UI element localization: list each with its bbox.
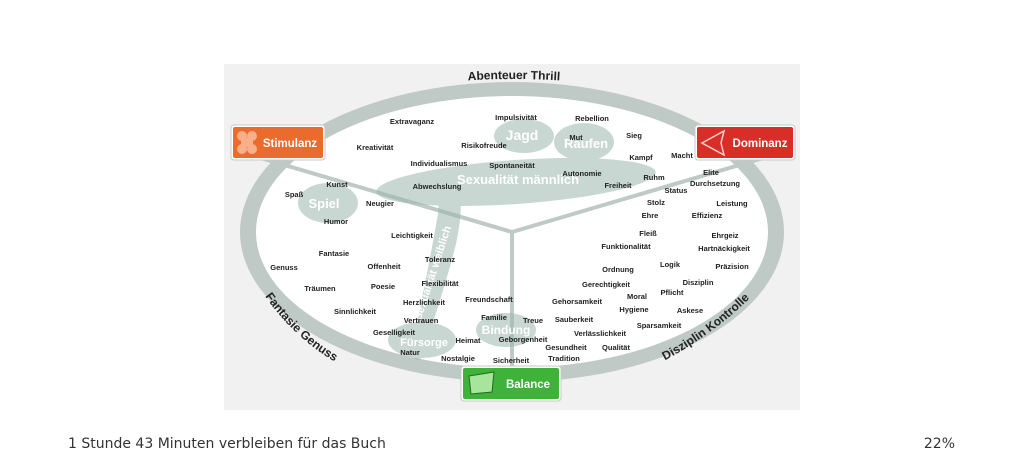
balance-button: Balance (460, 365, 562, 402)
word: Ehre (642, 211, 659, 220)
word: Hygiene (619, 305, 648, 314)
word: Heimat (455, 336, 481, 345)
word: Kunst (326, 180, 348, 189)
word: Poesie (371, 282, 395, 291)
word: Spaß (285, 190, 304, 199)
word: Treue (523, 316, 543, 325)
word: Impulsivität (495, 113, 537, 122)
word: Verlässlichkeit (574, 329, 627, 338)
label-fuersorge: Fürsorge (400, 337, 448, 349)
word: Disziplin (683, 278, 714, 287)
word: Präzision (715, 262, 749, 271)
word: Herzlichkeit (403, 298, 446, 307)
value-words: Extravaganz Impulsivität Rebellion Kreat… (270, 113, 750, 365)
word: Durchsetzung (690, 179, 740, 188)
word: Leichtigkeit (391, 231, 433, 240)
word: Askese (677, 306, 703, 315)
word: Sinnlichkeit (334, 307, 377, 316)
word: Geborgenheit (499, 335, 548, 344)
word: Familie (481, 313, 507, 322)
label-spiel: Spiel (308, 196, 339, 211)
balance-label: Balance (506, 379, 550, 391)
word: Sicherheit (493, 356, 530, 365)
stimulanz-icon (237, 131, 257, 154)
word: Natur (400, 348, 420, 357)
word: Spontaneität (489, 161, 535, 170)
word: Extravaganz (390, 117, 434, 126)
overlay-jagd (494, 119, 554, 153)
word: Flexibilität (421, 279, 459, 288)
word: Gerechtigkeit (582, 280, 630, 289)
word: Geselligkeit (373, 328, 416, 337)
word: Träumen (304, 284, 336, 293)
word: Nostalgie (441, 354, 475, 363)
word: Ordnung (602, 265, 634, 274)
ring-label-top: Abenteuer Thrill (467, 68, 560, 83)
word: Status (665, 186, 688, 195)
overlay-raufen (554, 123, 614, 161)
word: Freiheit (604, 181, 632, 190)
word: Leistung (716, 199, 748, 208)
overlay-bindung (476, 313, 536, 347)
stimulanz-button: Stimulanz (230, 124, 326, 161)
word: Stolz (647, 198, 665, 207)
word: Hartnäckigkeit (698, 244, 750, 253)
overlay-sexualitaet-weiblich (411, 174, 461, 360)
word: Sparsamkeit (637, 321, 682, 330)
word: Sieg (626, 131, 642, 140)
label-raufen: Raufen (564, 136, 608, 151)
balance-icon (468, 371, 495, 395)
dominanz-button: Dominanz (694, 124, 796, 161)
limbic-map-diagram: Abenteuer Thrill Fantasie Genuss Diszipl… (230, 68, 796, 402)
word: Funktionalität (601, 242, 651, 251)
reading-time-remaining: 1 Stunde 43 Minuten verbleiben für das B… (68, 436, 386, 452)
dominanz-label: Dominanz (733, 138, 788, 150)
label-bindung: Bindung (482, 323, 531, 337)
word: Offenheit (368, 262, 401, 271)
word: Freundschaft (465, 295, 513, 304)
word: Elite (703, 168, 719, 177)
dominanz-icon (700, 129, 726, 157)
word: Pflicht (661, 288, 684, 297)
word: Kreativität (357, 143, 394, 152)
word: Tradition (548, 354, 580, 363)
word: Gesundheit (545, 343, 587, 352)
word: Qualität (602, 343, 630, 352)
word: Vertrauen (404, 316, 439, 325)
label-sexualitaet-maennlich: Sexualität männlich (457, 172, 579, 187)
word: Ruhm (643, 173, 665, 182)
word: Autonomie (562, 169, 601, 178)
word: Abwechslung (413, 182, 462, 191)
word: Genuss (270, 263, 298, 272)
word: Effizienz (692, 211, 723, 220)
word: Rebellion (575, 114, 609, 123)
word: Fleiß (639, 229, 657, 238)
word: Individualismus (411, 159, 468, 168)
reading-progress-percent: 22% (923, 436, 955, 452)
word: Gehorsamkeit (552, 297, 603, 306)
overlay-spiel (298, 183, 358, 223)
stimulanz-label: Stimulanz (263, 138, 318, 150)
word: Mut (569, 133, 583, 142)
word: Macht (671, 151, 693, 160)
word: Fantasie (319, 249, 349, 258)
label-jagd: Jagd (506, 127, 539, 143)
word: Humor (324, 217, 348, 226)
word: Neugier (366, 199, 394, 208)
book-figure: Abenteuer Thrill Fantasie Genuss Diszipl… (224, 64, 800, 410)
word: Sauberkeit (555, 315, 594, 324)
word: Moral (627, 292, 647, 301)
word: Kampf (629, 153, 653, 162)
word: Toleranz (425, 255, 456, 264)
word: Logik (660, 260, 681, 269)
word: Risikofreude (461, 141, 506, 150)
overlay-fuersorge (388, 322, 456, 358)
word: Ehrgeiz (711, 231, 738, 240)
